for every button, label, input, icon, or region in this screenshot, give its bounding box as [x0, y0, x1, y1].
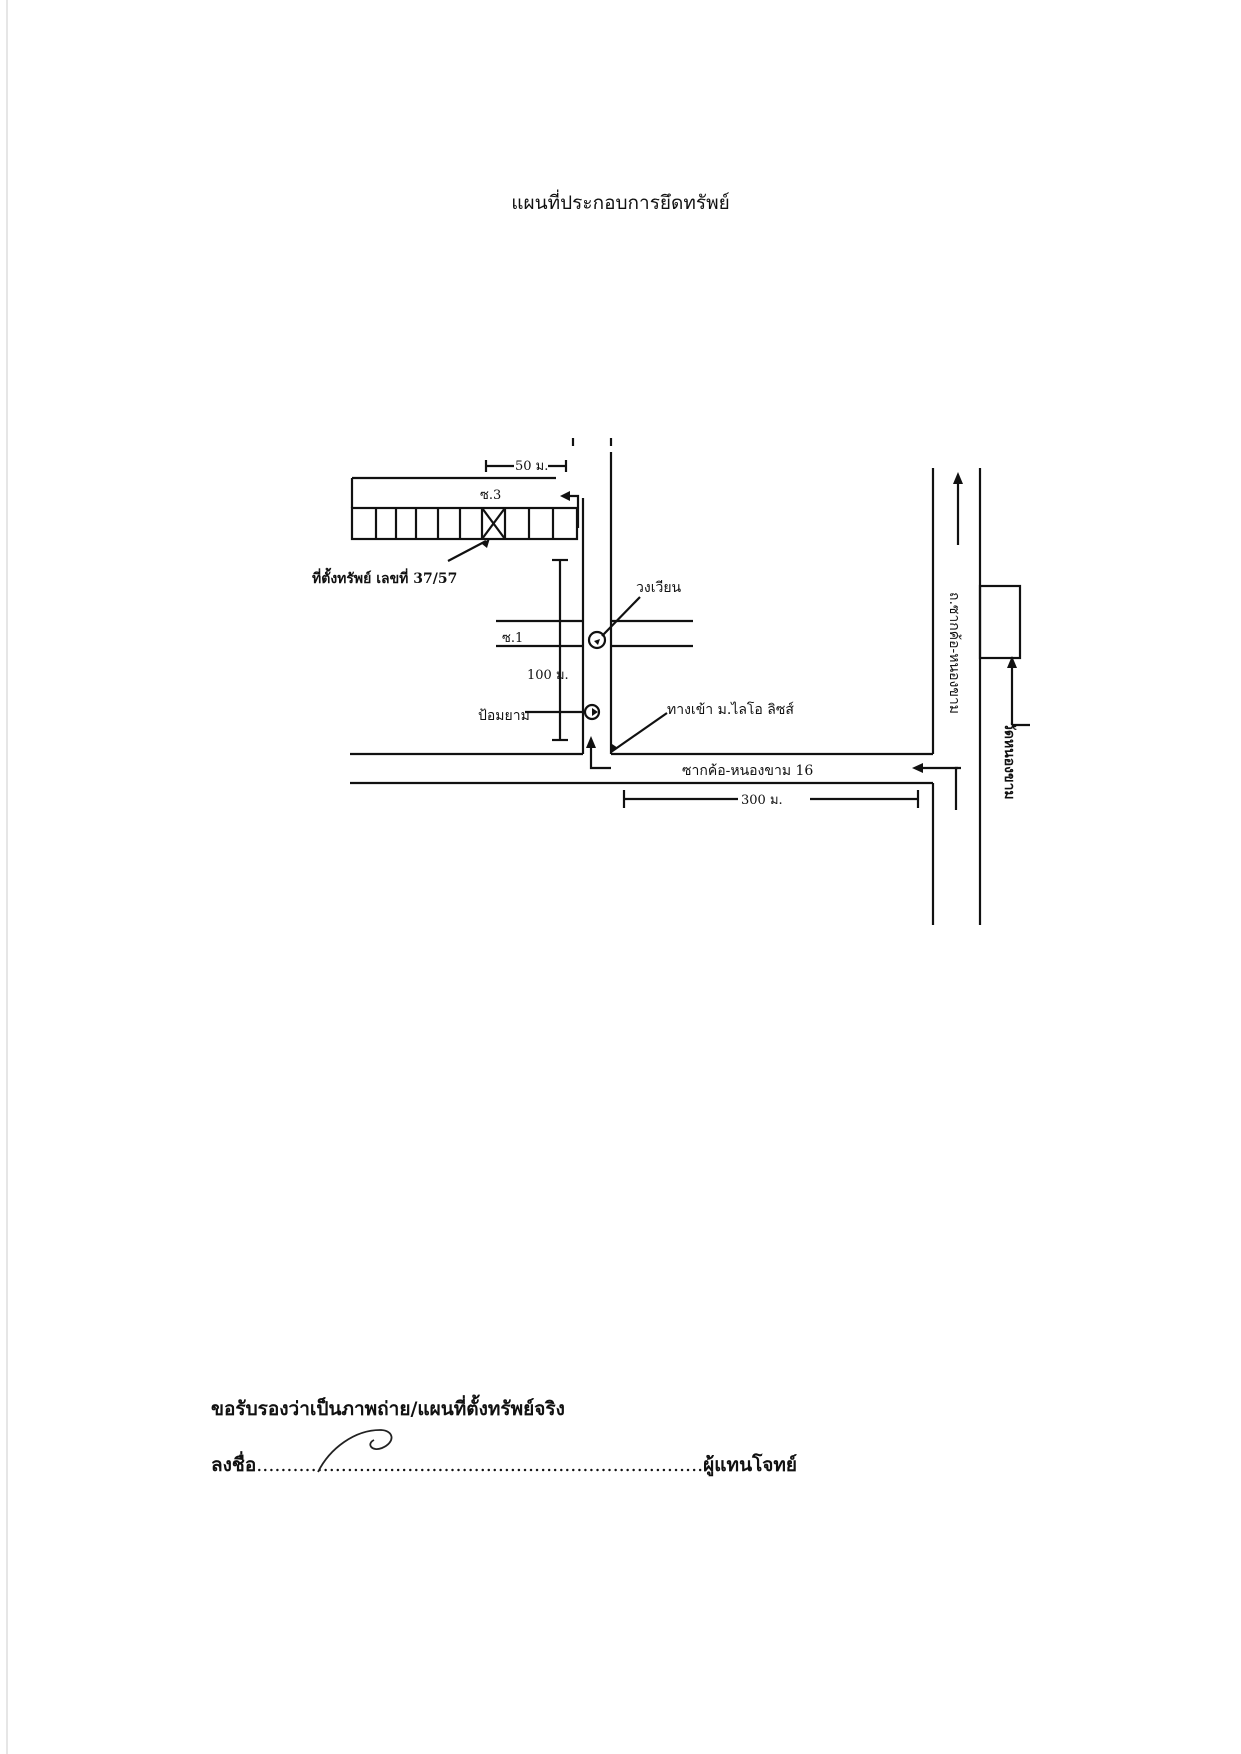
distance-label-50: 50 ม. [515, 459, 548, 474]
arrow-up-icon [953, 472, 963, 484]
document-title: แผนที่ประกอบการยึดทรัพย์ [511, 192, 730, 214]
handwritten-signature [317, 1429, 393, 1473]
arrow-left-icon [560, 491, 570, 501]
main-road-label: ถ.ซากค้อ-หนองขาม [946, 592, 962, 714]
sign-prefix: ลงชื่อ [211, 1454, 257, 1476]
distance-label-300: 300 ม. [741, 793, 783, 808]
soi-3-label: ซ.3 [480, 488, 501, 503]
roundabout-icon [587, 630, 607, 650]
temple-block [978, 584, 1022, 660]
distance-label-100: 100 ม. [527, 668, 569, 683]
certification-text: ขอรับรองว่าเป็นภาพถ่าย/แผนที่ตั้งทรัพย์จ… [211, 1398, 565, 1420]
arrow-up-icon [586, 736, 596, 748]
page-edge [6, 0, 8, 1754]
sign-role: ผู้แทนโจทย์ [703, 1454, 798, 1476]
guard-post-label: ป้อมยาม [478, 708, 530, 724]
arrow-left-icon [912, 763, 923, 773]
property-location-label: ที่ตั้งทรัพย์ เลขที่ 37/57 [312, 567, 457, 587]
arrow-icon [482, 538, 490, 548]
signature-line: ลงชื่อ..................................… [211, 1450, 797, 1480]
arrow-icon [611, 744, 618, 752]
property-mark [481, 507, 506, 540]
arrow-icon [594, 639, 600, 645]
arrow-right-icon [592, 708, 598, 716]
temple-label: วัดหนองขาม [1001, 722, 1017, 800]
sign-dots: ........................................… [256, 1454, 704, 1476]
roundabout-label: วงเวียน [636, 580, 682, 596]
main-soi-label: ซากค้อ-หนองขาม 16 [682, 763, 813, 779]
soi-1-label: ซ.1 [502, 631, 523, 646]
house-row [350, 506, 579, 541]
entrance-label: ทางเข้า ม.ไลโอ ลิซส์ [667, 701, 794, 718]
arrow-up-icon [1007, 656, 1017, 668]
